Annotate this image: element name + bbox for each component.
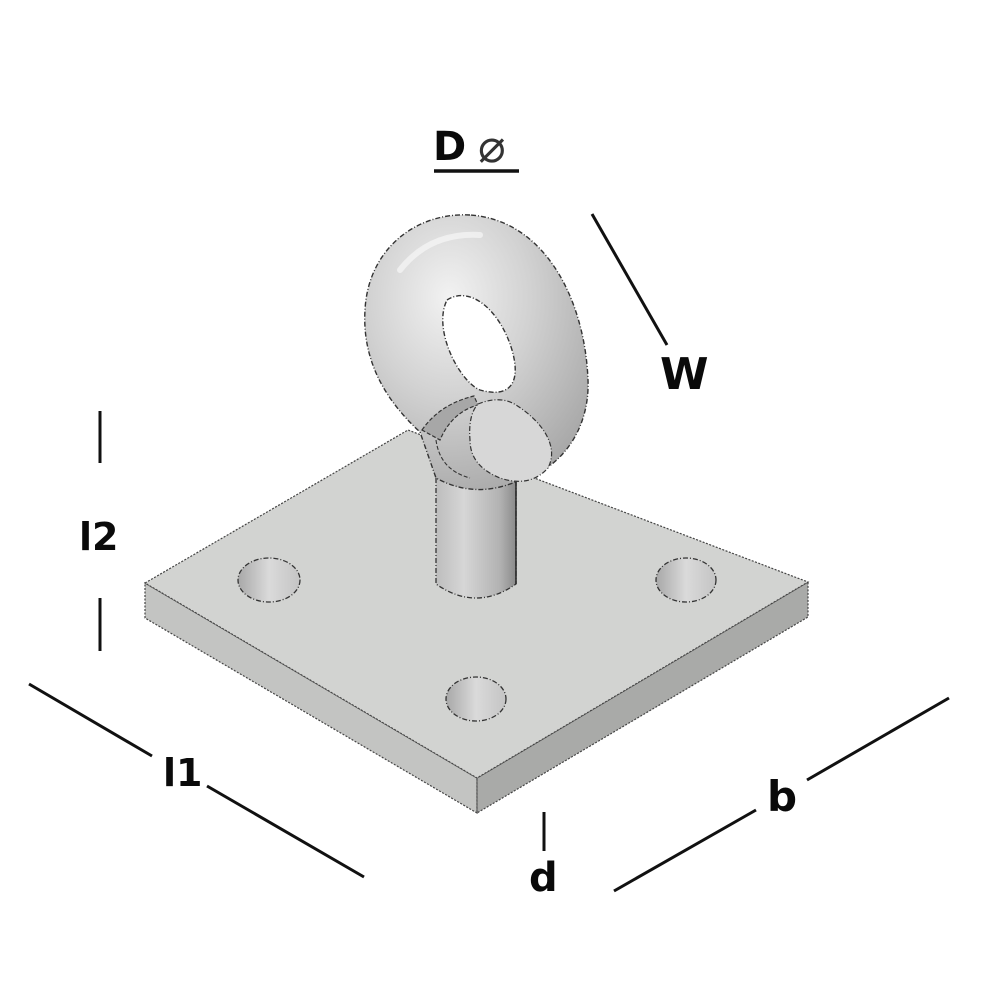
base-plate xyxy=(143,429,810,815)
mounting-hole-left xyxy=(237,557,301,603)
label-length: l1 xyxy=(163,751,202,795)
label-height: l2 xyxy=(79,515,118,559)
eye-ring-cut-face xyxy=(421,395,479,441)
dimension-breadth: b xyxy=(613,696,950,893)
label-thickness: d xyxy=(529,855,558,901)
diameter-symbol: ⌀ xyxy=(478,119,506,173)
dimension-length: l1 xyxy=(28,682,365,879)
dimension-thickness: d xyxy=(529,812,558,901)
label-width: W xyxy=(660,349,709,400)
bolt-shaft xyxy=(435,477,517,599)
dimension-width: W xyxy=(590,213,709,400)
dimension-diameter: D ⌀ xyxy=(433,119,519,173)
label-diameter: D xyxy=(433,124,466,170)
label-breadth: b xyxy=(767,772,797,821)
mounting-hole-right xyxy=(655,557,717,603)
dimension-height: l2 xyxy=(79,411,118,651)
eye-ring-neck xyxy=(469,399,553,482)
eye-ring xyxy=(364,214,589,491)
mounting-hole-front xyxy=(445,676,507,722)
plate-top-face xyxy=(143,429,810,779)
mounting-holes xyxy=(237,557,717,722)
